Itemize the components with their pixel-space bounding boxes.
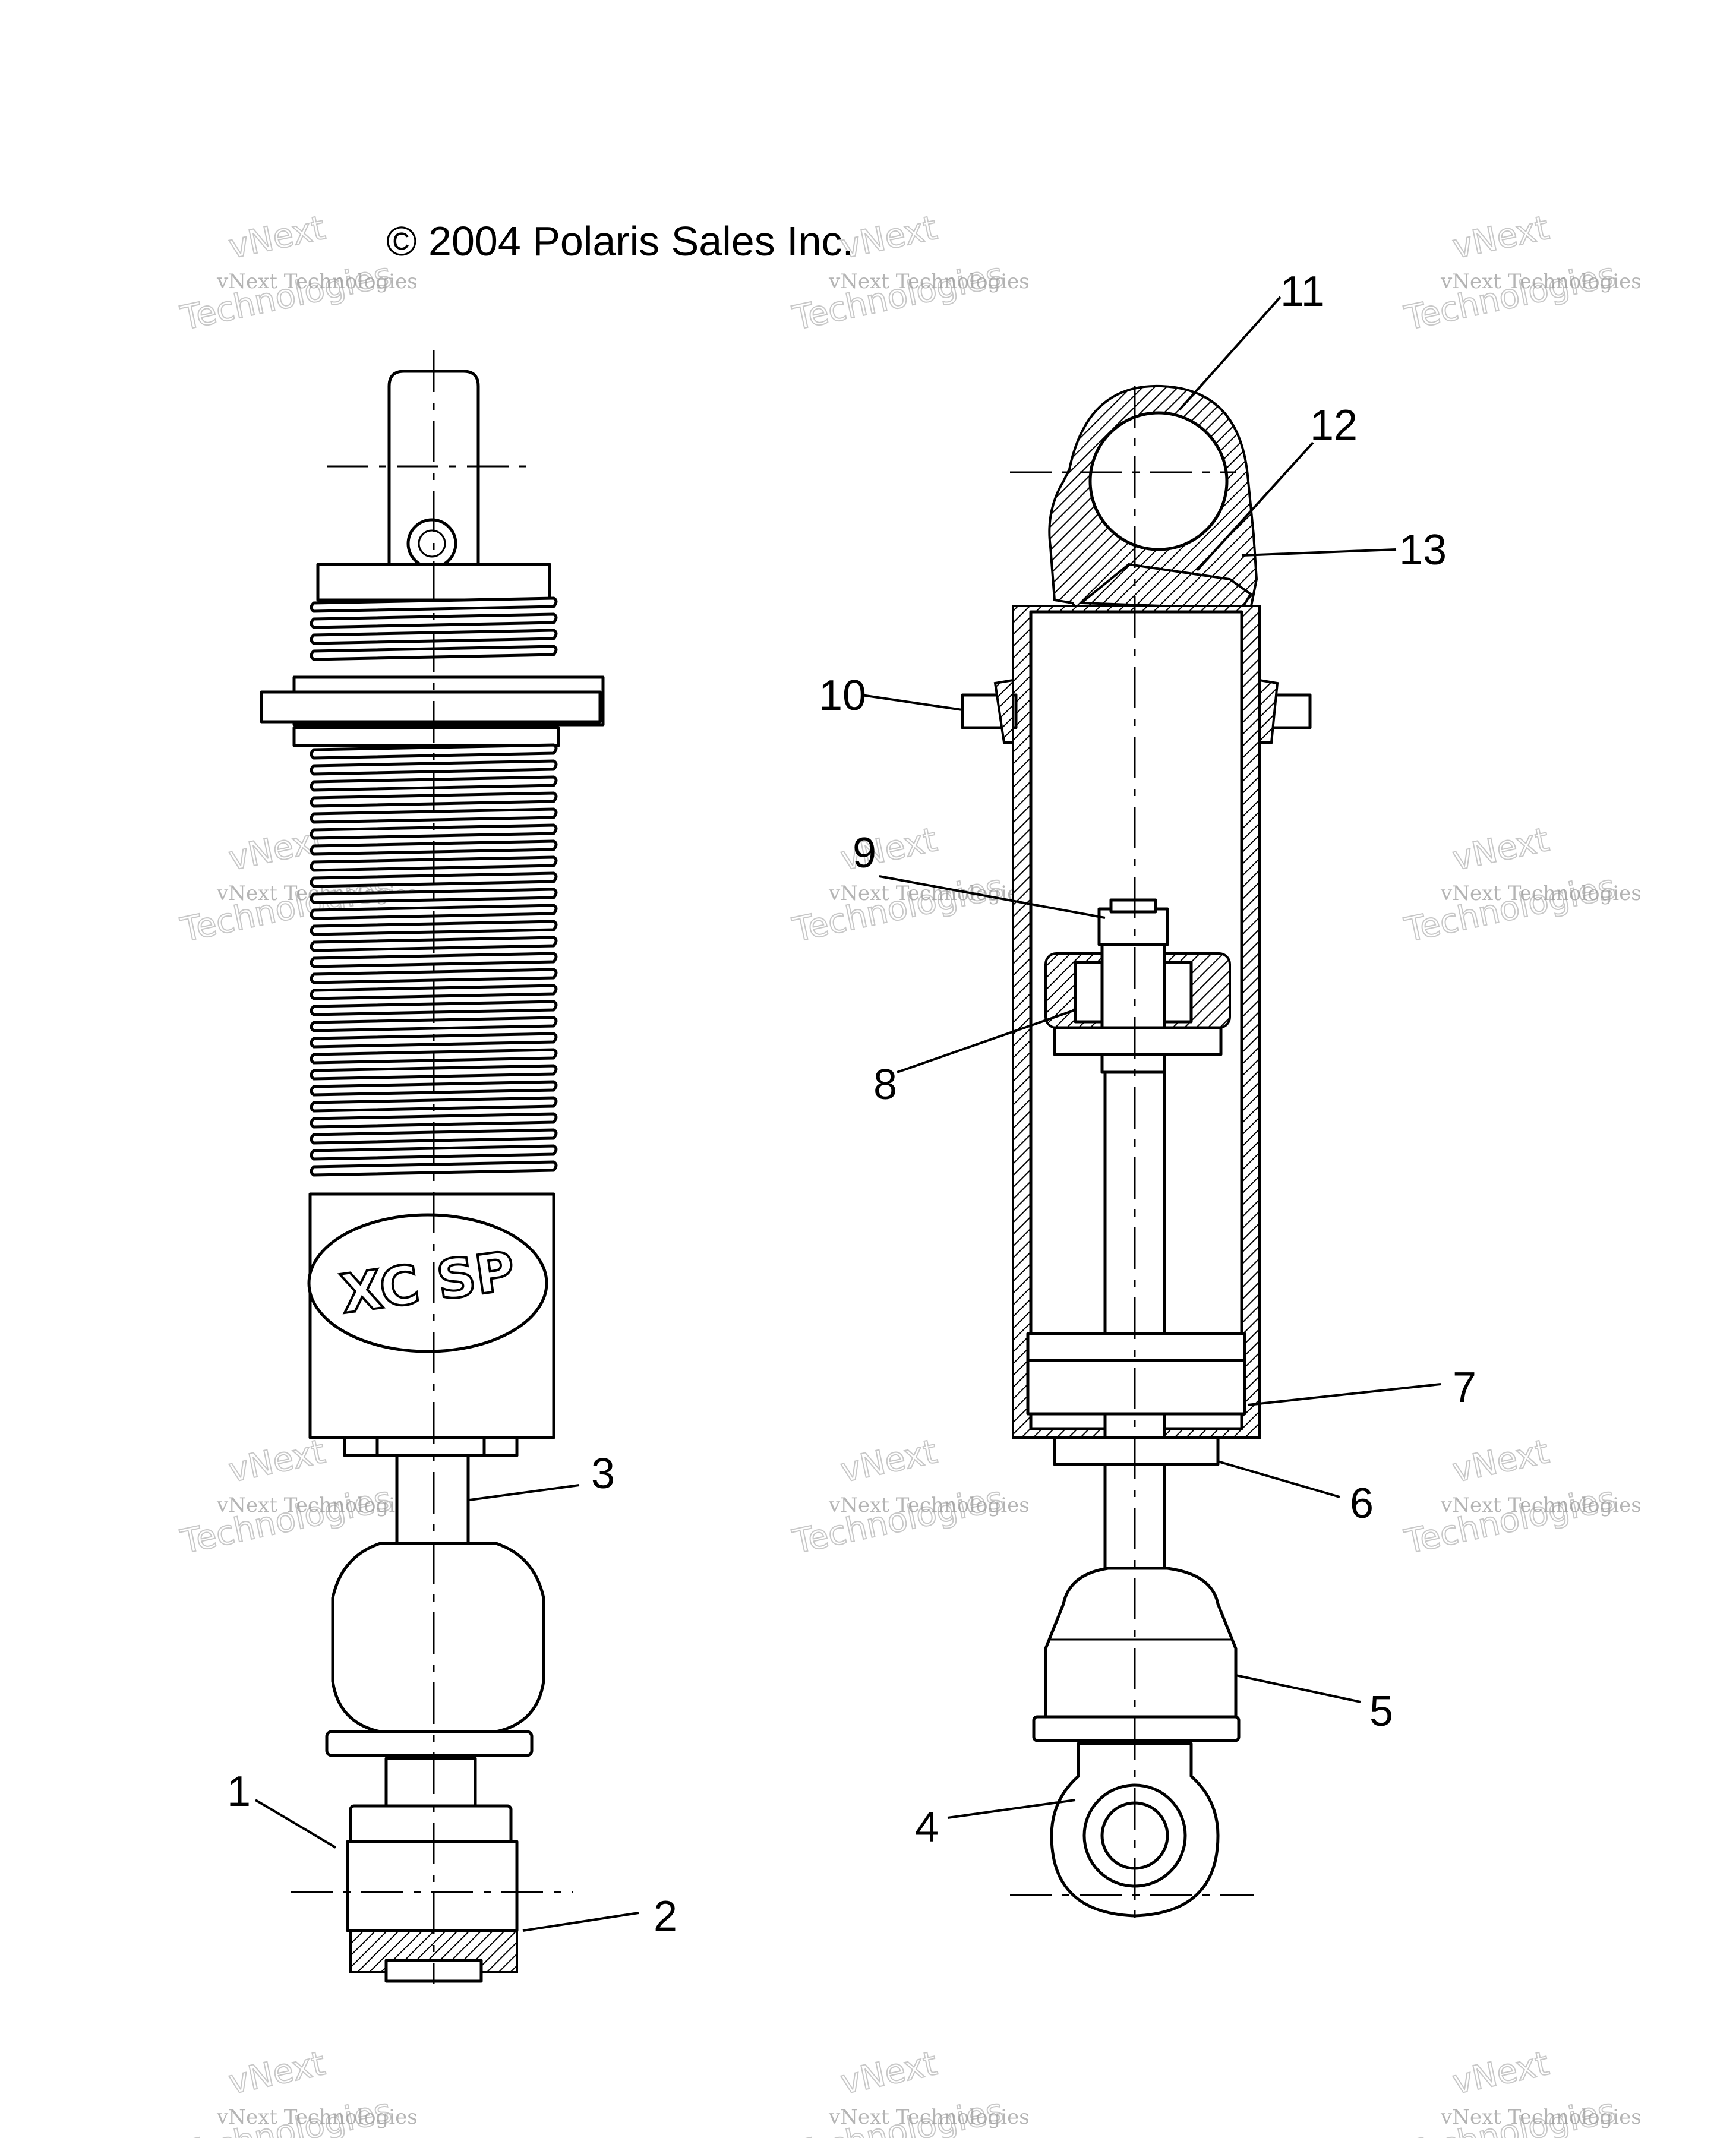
spring-coil — [310, 1016, 558, 1032]
watermark-line: vNext Technologies — [216, 270, 418, 293]
callout-5: 5 — [1369, 1688, 1393, 1735]
watermark-word: Technologies — [1401, 1479, 1618, 1562]
watermark-word: vNext — [1449, 820, 1552, 879]
callout-1: 1 — [227, 1768, 251, 1815]
watermark-line: vNext Technologies — [1440, 1493, 1642, 1517]
copyright-notice: © 2004 Polaris Sales Inc. — [386, 218, 854, 264]
watermark-word: vNext — [1449, 2044, 1552, 2102]
spring-coil — [310, 1160, 558, 1177]
watermark-word: Technologies — [1401, 2091, 1618, 2138]
spring-coil — [310, 596, 558, 613]
right-shock-section — [961, 384, 1312, 1925]
watermark-word: Technologies — [1401, 255, 1618, 338]
callout-2: 2 — [654, 1893, 677, 1940]
callout-8: 8 — [873, 1061, 897, 1109]
watermark-line: vNext Technologies — [828, 2105, 1030, 2129]
callout-12: 12 — [1310, 402, 1358, 449]
watermark-line: vNext Technologies — [1440, 882, 1642, 905]
watermark-word: vNext — [1449, 1432, 1552, 1490]
watermark-line: vNext Technologies — [216, 1493, 418, 1517]
callout-7: 7 — [1453, 1364, 1476, 1411]
watermark-line: vNext Technologies — [828, 270, 1030, 293]
watermark-word: vNext — [225, 209, 329, 267]
spring-coil — [310, 952, 558, 968]
watermark-line: vNext Technologies — [828, 1493, 1030, 1517]
watermark-line: vNext Technologies — [216, 2105, 418, 2129]
watermark-word: Technologies — [789, 2091, 1006, 2138]
spring-coil — [310, 743, 558, 760]
watermark-word: vNext — [837, 1432, 940, 1490]
callout-10: 10 — [819, 672, 866, 719]
callout-13: 13 — [1399, 526, 1447, 574]
callout-9: 9 — [853, 829, 876, 877]
callout-11: 11 — [1280, 268, 1325, 315]
callout-4: 4 — [915, 1804, 939, 1851]
callouts: 1 2 3 4 5 6 7 8 9 10 11 12 13 — [227, 268, 1476, 1940]
spring-coil — [310, 612, 558, 629]
watermark-line: vNext Technologies — [1440, 270, 1642, 293]
watermark-word: Technologies — [789, 255, 1006, 338]
watermark-word: Technologies — [177, 2091, 394, 2138]
watermark-word: vNext — [837, 2044, 940, 2102]
spring-coil — [310, 1112, 558, 1129]
left-shock-exterior: XC SP — [260, 350, 605, 1984]
watermark-word: Technologies — [789, 1479, 1006, 1562]
spring-coil — [310, 823, 558, 840]
watermark-word: vNext — [225, 1432, 329, 1490]
watermark-word: vNext — [1449, 209, 1552, 267]
callout-3: 3 — [591, 1450, 615, 1498]
callout-6: 6 — [1350, 1480, 1374, 1527]
watermark-word: Technologies — [1401, 867, 1618, 950]
watermark-word: Technologies — [177, 1479, 394, 1562]
spring-coil — [310, 807, 558, 824]
watermark-word: vNext — [225, 2044, 329, 2102]
spring-coil — [310, 759, 558, 776]
spring-coil — [310, 968, 558, 984]
watermark-line: vNext Technologies — [1440, 2105, 1642, 2129]
watermark-word: Technologies — [177, 255, 394, 338]
